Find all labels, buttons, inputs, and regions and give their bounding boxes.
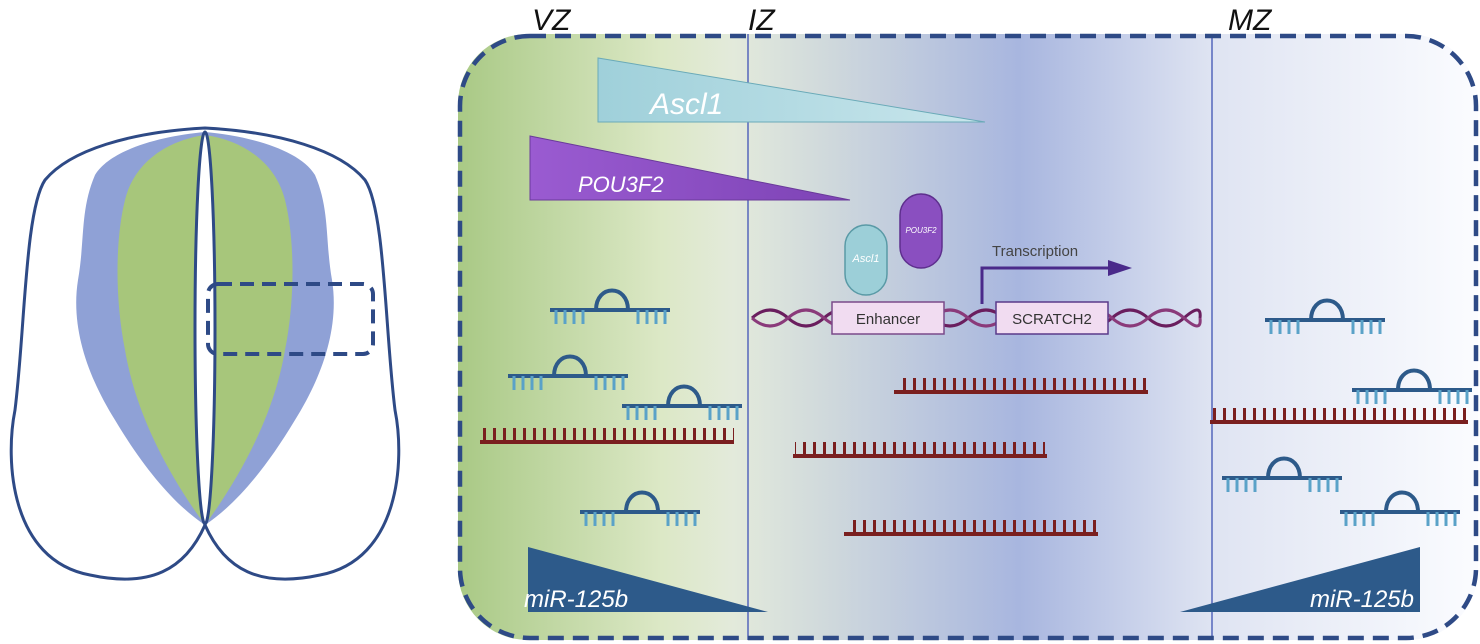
mrna-strand [793, 442, 1047, 458]
zone-label-vz: VZ [532, 4, 572, 37]
mir125b-left-label: miR-125b [524, 586, 628, 613]
scratch2-label: SCRATCH2 [1012, 311, 1092, 328]
panel-dashed-border [457, 33, 1479, 641]
ascl1-factor-label: Ascl1 [852, 253, 880, 265]
neural-tube-cross-section [9, 126, 401, 581]
mir125b-right-label: miR-125b [1310, 586, 1414, 613]
zone-label-mz: MZ [1228, 4, 1273, 37]
mir125b-left-gradient-triangle [528, 547, 768, 612]
central-canal [193, 130, 217, 526]
transcription-label: Transcription [992, 243, 1078, 260]
pou3f2-gradient-triangle [529, 135, 851, 201]
mir125b-right-gradient-triangle [1180, 547, 1420, 612]
zoom-region-box [206, 282, 375, 356]
zone-label-iz: IZ [748, 4, 776, 37]
enhancer-label: Enhancer [856, 311, 920, 328]
ascl1-factor: Ascl1 [844, 224, 888, 296]
mrna-strand [480, 428, 734, 444]
transcription-arrow: Transcription [980, 243, 1132, 304]
pou3f2-factor-label: POU3F2 [905, 226, 937, 235]
enhancer-element: Enhancer [831, 301, 945, 335]
panel-background [458, 34, 1478, 640]
mrna-strand [894, 378, 1148, 394]
mrna-strand [1210, 408, 1468, 424]
ascl1-gradient-triangle [597, 57, 986, 123]
mrna-strand [844, 520, 1098, 536]
pou3f2-gradient-label: POU3F2 [578, 172, 664, 197]
pou3f2-factor: POU3F2 [899, 193, 943, 269]
zoom-panel: VZ IZ MZ Ascl1 POU3F2 Ascl1 POU3F2 Enhan… [457, 4, 1479, 641]
ascl1-gradient-label: Ascl1 [648, 88, 723, 121]
scratch2-gene: SCRATCH2 [995, 301, 1109, 335]
dna-helix [751, 308, 1202, 328]
